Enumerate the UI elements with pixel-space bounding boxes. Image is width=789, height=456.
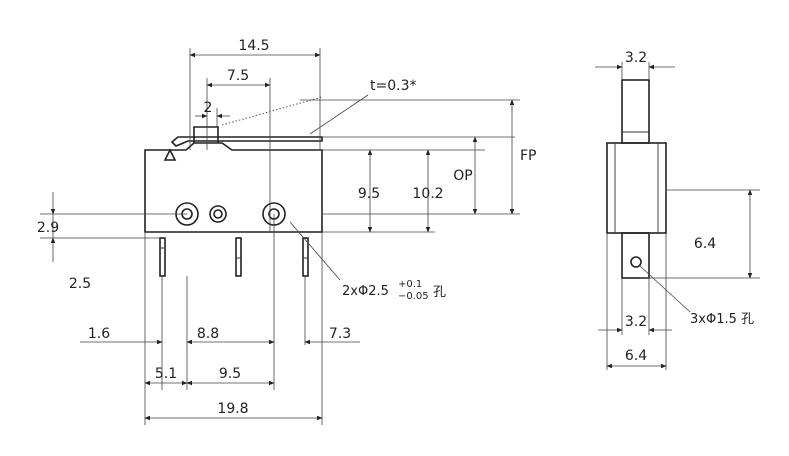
label-op: OP — [453, 168, 472, 184]
dim-overall-width: 19.8 — [217, 401, 248, 417]
mount-hole-center-inner — [213, 209, 223, 219]
dim-2-9: 2.9 — [37, 220, 59, 236]
hole-suffix: 孔 — [433, 285, 446, 300]
actuator-plunger — [193, 126, 219, 143]
side-pin-hole — [630, 256, 642, 268]
thickness-leader-dotted — [221, 96, 323, 126]
hole-note: 2xΦ2.5 — [342, 284, 389, 299]
dim-lever-tip: 2 — [204, 100, 213, 116]
side-dim-bottom-3-2: 3.2 — [625, 314, 647, 330]
dim-8-8: 8.8 — [197, 326, 219, 342]
body-logo-mark — [163, 148, 177, 161]
hole-tol-minus: −0.05 — [398, 291, 429, 302]
hole-leader — [289, 221, 341, 281]
side-actuator — [621, 79, 650, 144]
side-dim-bottom-6-4: 6.4 — [625, 348, 647, 364]
front-view — [40, 48, 520, 425]
dim-10-2-height: 10.2 — [412, 186, 443, 202]
side-body — [606, 142, 667, 234]
label-fp: FP — [520, 148, 537, 164]
switch-body — [144, 142, 323, 233]
side-dim-6-4-vertical: 6.4 — [694, 236, 716, 252]
dim-7-3: 7.3 — [329, 326, 351, 342]
lever-arm — [170, 136, 323, 147]
dim-5-1: 5.1 — [155, 366, 177, 382]
side-pin-hole-note: 3xΦ1.5 孔 — [690, 312, 754, 327]
pin-right — [302, 237, 309, 277]
hole-tol-plus: +0.1 — [398, 279, 422, 290]
dimension-labels: 14.5 7.5 2 t=0.3* FP OP 9.5 10.2 2.9 2.5… — [37, 38, 754, 417]
mount-hole-center — [209, 205, 227, 223]
dim-thickness: t=0.3* — [370, 78, 416, 94]
dim-1-6: 1.6 — [88, 326, 110, 342]
pin-center — [235, 237, 242, 277]
side-dim-top: 3.2 — [625, 50, 647, 66]
dim-2-5: 2.5 — [69, 276, 91, 292]
side-view — [595, 62, 760, 370]
dim-9-5-height: 9.5 — [358, 186, 380, 202]
dim-overall-height: 14.5 — [238, 38, 269, 54]
dim-lever-pivot: 7.5 — [227, 68, 249, 84]
side-pin — [621, 232, 650, 279]
dim-9-5-width: 9.5 — [219, 366, 241, 382]
pin-left — [159, 237, 166, 277]
